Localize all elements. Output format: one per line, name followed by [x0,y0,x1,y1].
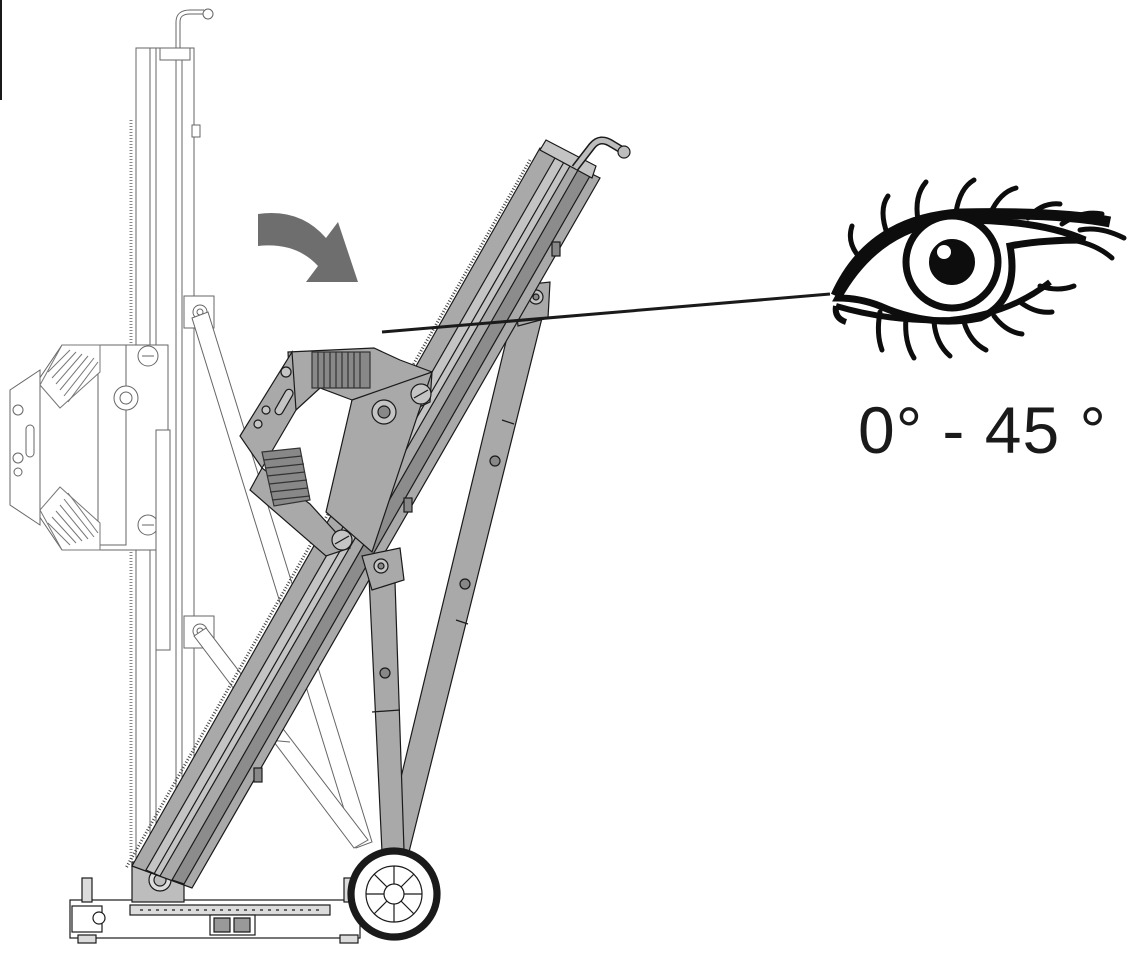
tilted-grip-lower [261,447,311,507]
sight-line [381,292,831,334]
tilted-stand [124,136,631,941]
wheel-icon [347,847,441,941]
ghost-grip-upper [39,344,101,409]
eye-icon [830,177,1127,361]
ghost-grip-lower [39,486,101,551]
eye-lower-lashes [875,283,1077,361]
rotation-arrow-icon [258,213,358,282]
tilt-angle-label: 0° - 45 ° [858,393,1107,467]
eye-upper-lashes [847,177,1127,263]
tilted-grip-upper [311,351,371,389]
tilted-carriage [239,347,433,557]
